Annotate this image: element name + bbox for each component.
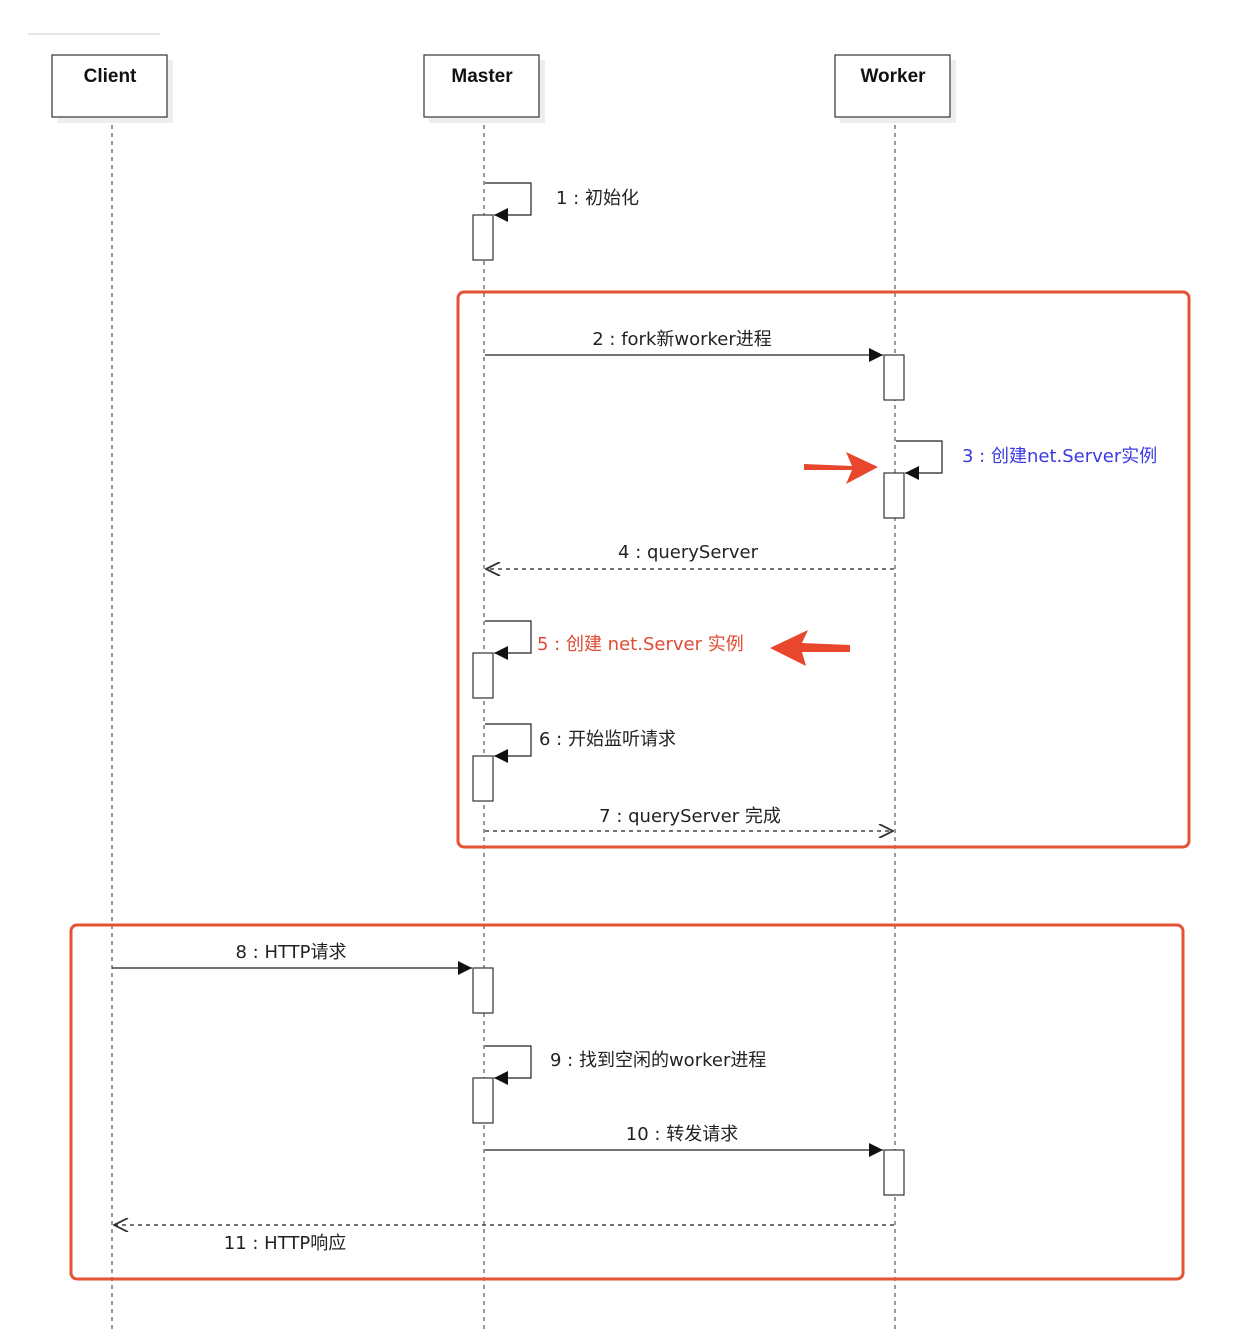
message-10-label: 10 : 转发请求	[626, 1124, 738, 1145]
message-7-label: 7 : queryServer 完成	[599, 806, 781, 827]
highlight-arrow-right	[804, 452, 878, 484]
activation-worker-2	[883, 354, 905, 401]
message-9-line	[485, 1045, 532, 1085]
message-5-label: 5 : 创建 net.Server 实例	[537, 634, 744, 655]
message-9-label: 9 : 找到空闲的worker进程	[550, 1050, 766, 1071]
message-8-label: 8 : HTTP请求	[235, 942, 346, 963]
activation-master-9	[472, 1077, 494, 1124]
message-8: 8 : HTTP请求	[112, 942, 494, 1014]
highlight-frame-request	[69, 923, 1185, 1281]
message-3-label: 3 : 创建net.Server实例	[962, 446, 1157, 467]
message-11-label: 11 : HTTP响应	[224, 1233, 346, 1254]
actor-worker-label: Worker	[860, 66, 926, 87]
actor-master-label: Master	[451, 66, 513, 87]
message-1: 1 : 初始化	[472, 182, 639, 261]
message-2-label: 2 : fork新worker进程	[592, 329, 772, 350]
highlight-frame-setup	[456, 290, 1191, 849]
actor-master: Master	[423, 54, 545, 123]
activation-master-1	[472, 214, 494, 261]
message-4: 4 : queryServer	[486, 542, 894, 569]
message-6-label: 6 : 开始监听请求	[539, 729, 676, 750]
message-1-line	[485, 182, 532, 222]
actor-worker: Worker	[834, 54, 956, 123]
activation-worker-10	[883, 1149, 905, 1196]
message-5: 5 : 创建 net.Server 实例	[472, 620, 744, 699]
message-1-label: 1 : 初始化	[556, 188, 639, 209]
actor-client: Client	[51, 54, 173, 123]
message-3-line	[896, 440, 943, 480]
message-3: 3 : 创建net.Server实例	[883, 440, 1157, 519]
activation-master-5	[472, 652, 494, 699]
message-9: 9 : 找到空闲的worker进程	[472, 1045, 766, 1124]
highlight-arrow-left	[770, 630, 850, 666]
message-5-line	[485, 620, 532, 660]
message-6-line	[485, 723, 532, 763]
message-2: 2 : fork新worker进程	[485, 329, 905, 401]
message-7: 7 : queryServer 完成	[485, 806, 893, 831]
message-11: 11 : HTTP响应	[114, 1225, 894, 1254]
message-6: 6 : 开始监听请求	[472, 723, 676, 802]
message-10: 10 : 转发请求	[485, 1124, 905, 1196]
message-4-label: 4 : queryServer	[618, 542, 759, 563]
activation-master-8	[472, 967, 494, 1014]
activation-worker-3	[883, 472, 905, 519]
actor-client-label: Client	[84, 66, 137, 87]
activation-master-6	[472, 755, 494, 802]
